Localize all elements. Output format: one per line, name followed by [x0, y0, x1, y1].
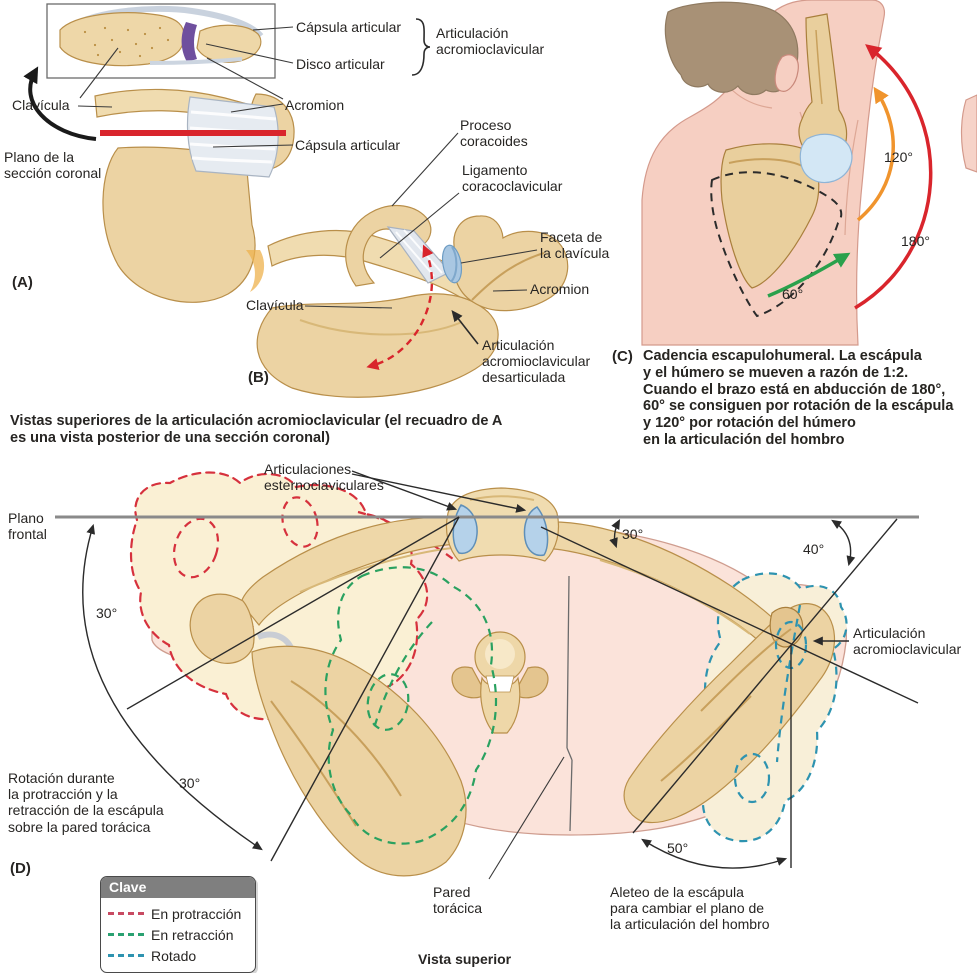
plano-seccion-coronal-label: Plano de la sección coronal	[4, 149, 102, 182]
red-dash-swatch	[108, 912, 144, 915]
articulaciones-esternoclaviculares-label: Articulaciones esternoclaviculares	[264, 461, 384, 494]
angle-40-label: 40°	[803, 541, 825, 557]
humeral-rotation-arc-orange	[856, 86, 895, 222]
legend-item-protraccion: En protracción	[108, 903, 248, 924]
left-scapula-body-d	[251, 645, 467, 877]
rotated-inner-loop-2	[733, 752, 771, 804]
inset-capsule-bottom	[149, 57, 243, 65]
pared-toracica-label: Pared torácica	[433, 884, 483, 917]
hair	[664, 1, 799, 96]
sc-joint-arrow-right	[351, 473, 527, 513]
rotated-inner-curve	[775, 604, 802, 763]
angle-40-arc	[831, 519, 856, 567]
angle-50-arc	[641, 838, 788, 869]
desarticulated-joint-arrow	[451, 309, 479, 345]
right-sternoclavicular-joint	[523, 506, 549, 557]
clavicular-facet	[441, 244, 463, 284]
faceta-clavicula-label: Faceta de la clavícula	[540, 229, 610, 262]
inset-articular-disc	[181, 22, 197, 62]
acromion-ridge-b	[471, 252, 545, 301]
legend-label-protraccion: En protracción	[151, 905, 242, 922]
acromion-piece-b	[452, 215, 569, 312]
angle-30-lower-label: 30°	[179, 775, 201, 791]
angle-120-label: 120°	[884, 149, 913, 165]
scapula-shade-a	[246, 250, 265, 292]
articulacion-desarticulada-label: Articulación acromioclavicular desarticu…	[482, 337, 591, 386]
left-rotation-arc	[82, 523, 263, 851]
panel-b-illustration	[256, 132, 569, 398]
angle-30-upper-label: 30°	[96, 605, 118, 621]
capsule-block-a	[186, 96, 279, 178]
vista-superior-label: Vista superior	[418, 951, 512, 967]
disco-articular-label: Disco articular	[296, 56, 385, 72]
ear	[774, 54, 799, 92]
pared-toracica-leader	[488, 756, 565, 880]
inset-clavicle-section	[59, 12, 185, 67]
panel-c-tag: (C)	[612, 348, 633, 365]
articulacion-acromioclavicular-d-label: Articulación acromioclavicular	[853, 625, 962, 658]
panel-d-tag: (D)	[10, 860, 31, 877]
panel-a-tag: (A)	[12, 274, 33, 291]
rotation-dashed-arrow-b	[366, 244, 434, 370]
total-abduction-arc-red	[854, 44, 933, 310]
bracket-brace	[411, 18, 431, 76]
clavicula-b-label: Clavícula	[246, 297, 304, 313]
panel-d-illustration	[55, 470, 919, 880]
plano-frontal-label: Plano frontal	[8, 510, 47, 543]
legend-title: Clave	[101, 877, 255, 898]
angle-30-center-arrow	[609, 519, 621, 549]
humerus-shaft-line	[815, 29, 823, 105]
legend-clave: Clave En protracción En retracción Rotad…	[100, 876, 256, 973]
thoracic-midline	[566, 575, 573, 832]
capsula-articular-inset-label: Cápsula articular	[296, 19, 402, 35]
panel-b-leader-lines	[304, 132, 538, 309]
scapular-rotation-arrow-green	[767, 252, 851, 298]
panel-b-tag: (B)	[248, 369, 269, 386]
legend-label-retraccion: En retracción	[151, 926, 234, 943]
ligamento-coracoclavicular-label: Ligamento coracoclavicular	[462, 162, 563, 195]
acromion-b-label: Acromion	[530, 281, 590, 297]
retracted-inner-curve	[371, 621, 433, 733]
legend-item-retraccion: En retracción	[108, 924, 248, 945]
aleteo-caption: Aleteo de la escápula para cambiar el pl…	[610, 884, 770, 933]
panel-c-caption: Cadencia escapulohumeral. La escápula y …	[643, 348, 954, 449]
panel-c-illustration	[641, 0, 977, 346]
panel-a-illustration	[23, 3, 431, 303]
rotacion-caption: Rotación durante la protracción y la ret…	[8, 770, 164, 835]
page-edge-artifact	[960, 94, 977, 173]
capsula-articular-a-label: Cápsula articular	[295, 137, 401, 153]
retracted-scapula-outline	[324, 566, 498, 845]
blue-dash-swatch	[108, 954, 144, 957]
angle-60-label: 60°	[782, 286, 804, 302]
articulacion-acromioclavicular-bracket-label: Articulación acromioclavicular	[436, 25, 545, 58]
legend-body: En protracción En retracción Rotado	[101, 898, 255, 972]
acromion-a-label: Acromion	[285, 97, 345, 113]
angle-50-label: 50°	[667, 840, 689, 856]
left-retraction-line	[270, 516, 460, 862]
angle-30-center-label: 30°	[622, 526, 644, 542]
right-scapula-plane-line	[632, 518, 898, 834]
glenoid-cartilage-c	[799, 133, 853, 184]
right-clavicle-axis-line	[540, 526, 919, 704]
coronal-section-line	[100, 130, 286, 136]
measurement-lines	[82, 470, 919, 869]
legend-label-rotado: Rotado	[151, 947, 197, 964]
rotation-arrow-a	[23, 66, 97, 141]
right-scapula-ridges	[660, 628, 792, 782]
legend-item-rotado: Rotado	[108, 945, 248, 966]
retracted-inner-loop	[366, 673, 410, 731]
clavicula-a-label: Clavícula	[12, 97, 70, 113]
facet-shade	[450, 246, 458, 283]
manubrium-shade	[469, 495, 535, 501]
proceso-coracoides-label: Proceso coracoides	[460, 117, 528, 150]
mid-heading: Vistas superiores de la articulación acr…	[10, 413, 503, 446]
angle-180-label: 180°	[901, 233, 930, 249]
green-dash-swatch	[108, 933, 144, 936]
panel-a-leader-lines	[77, 26, 294, 148]
